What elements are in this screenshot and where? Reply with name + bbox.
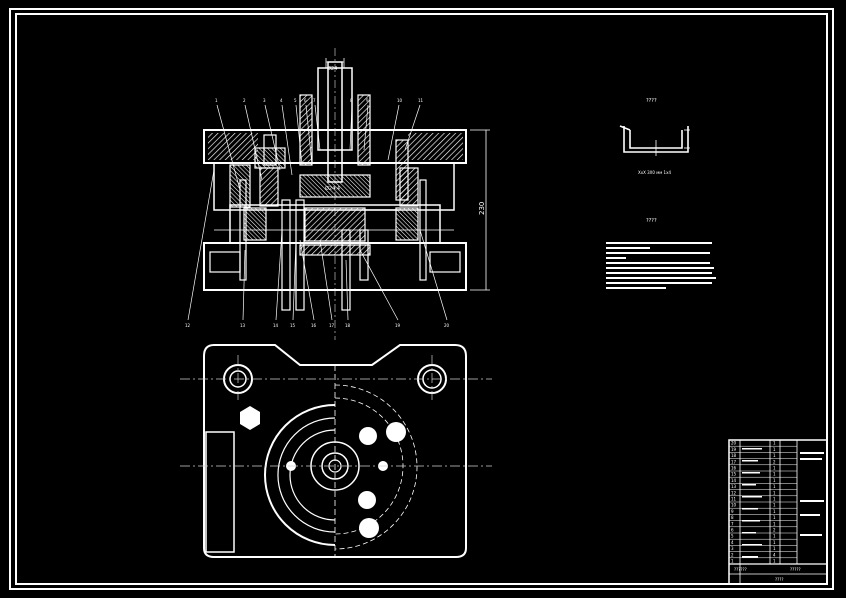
- bom-item-number: 13: [731, 484, 737, 489]
- center-note: Ø24.4: [325, 185, 340, 192]
- bom-quantity: 1: [773, 509, 776, 514]
- bom-quantity: 1: [773, 441, 776, 446]
- outer-border: [9, 8, 834, 590]
- leader-number: 18: [345, 323, 351, 328]
- bom-item-number: 12: [731, 490, 737, 495]
- leader-number: 10: [397, 98, 403, 103]
- bom-quantity: 1: [773, 521, 776, 526]
- leader-number: 13: [240, 323, 246, 328]
- section-view: [203, 48, 490, 340]
- notes-title: ????: [646, 218, 657, 224]
- bom-item-number: 4: [731, 540, 734, 545]
- bom-item-number: 1: [731, 559, 734, 564]
- plan-bolts: [240, 406, 406, 538]
- bom-quantity: 2: [773, 459, 776, 464]
- leader-number: 16: [311, 323, 317, 328]
- title-footer-right: ?????: [790, 567, 801, 572]
- leader-number: 1: [215, 98, 218, 103]
- bom-item-number: 19: [731, 447, 737, 452]
- bom-item-number: 5: [731, 534, 734, 539]
- leader-number: 12: [185, 323, 191, 328]
- title-footer-left: ??????: [734, 567, 747, 572]
- notes-lines: [606, 242, 716, 289]
- bom-item-number: 6: [731, 528, 734, 533]
- bom-item-number: 15: [731, 472, 737, 477]
- leader-number: 6: [304, 98, 307, 103]
- leader-number: 7: [313, 98, 316, 103]
- bom-quantity: 1: [773, 503, 776, 508]
- bom-item-number: 8: [731, 515, 734, 520]
- bom-rows: [729, 445, 797, 559]
- leader-number: 20: [444, 323, 450, 328]
- bom-quantity: 1: [773, 559, 776, 564]
- bom-quantity: 1: [773, 447, 776, 452]
- bom-quantity: 1: [773, 546, 776, 551]
- bom-quantity: 1: [773, 484, 776, 489]
- bom-item-number: 10: [731, 503, 737, 508]
- plan-centerlines: [180, 355, 492, 467]
- part-caption: ХхХ 3Х0 мм 1х4: [638, 170, 671, 175]
- bom-item-number: 20: [731, 441, 737, 446]
- bottom-leaders: [187, 169, 448, 321]
- leader-number: 8: [350, 98, 353, 103]
- leader-number: 15: [290, 323, 296, 328]
- top-leader-numbers: 1 2 3 4 5 6 7 8 9 10 11: [215, 98, 424, 103]
- top-dimension: Ø24: [327, 65, 337, 72]
- part-view-title: ????: [646, 98, 657, 104]
- bom-quantity: 4: [773, 552, 776, 557]
- bom-quantity: 1: [773, 453, 776, 458]
- bom-item-number: 14: [731, 478, 737, 483]
- bom-item-number: 17: [731, 459, 737, 464]
- height-dimension: 230: [478, 202, 486, 215]
- part-sketch: [619, 125, 690, 156]
- bom-item-number: 11: [731, 497, 737, 502]
- leader-number: 3: [263, 98, 266, 103]
- title-footer-code: ????: [775, 577, 784, 582]
- leader-number: 2: [243, 98, 246, 103]
- leader-number: 9: [366, 98, 369, 103]
- leader-number: 4: [280, 98, 283, 103]
- inner-border: [15, 13, 828, 585]
- bom-item-number: 3: [731, 546, 734, 551]
- bom-quantity: 1: [773, 490, 776, 495]
- bom-item-number: 9: [731, 509, 734, 514]
- bom-item-number: 7: [731, 521, 734, 526]
- bom-quantity: 1: [773, 478, 776, 483]
- bom-item-number: 2: [731, 552, 734, 557]
- bom-quantity: 1: [773, 466, 776, 471]
- top-leaders: [216, 104, 421, 191]
- leader-number: 5: [294, 98, 297, 103]
- title-block: [728, 439, 828, 585]
- bom-item-number: 16: [731, 466, 737, 471]
- bom-item-number: 18: [731, 453, 737, 458]
- bom-quantity: 2: [773, 528, 776, 533]
- title-block-fills: [742, 448, 824, 558]
- leader-number: 14: [273, 323, 279, 328]
- leader-number: 11: [418, 98, 424, 103]
- plan-view: [203, 344, 467, 558]
- bom-quantity: 1: [773, 497, 776, 502]
- bom-quantity: 1: [773, 515, 776, 520]
- leader-number: 19: [395, 323, 401, 328]
- bom-quantity: 1: [773, 472, 776, 477]
- bom-quantity: 1: [773, 540, 776, 545]
- leader-number: 17: [329, 323, 335, 328]
- bom-quantity: 1: [773, 534, 776, 539]
- bottom-leader-numbers: 12 13 14 15 16 17 18 19 20: [185, 323, 450, 328]
